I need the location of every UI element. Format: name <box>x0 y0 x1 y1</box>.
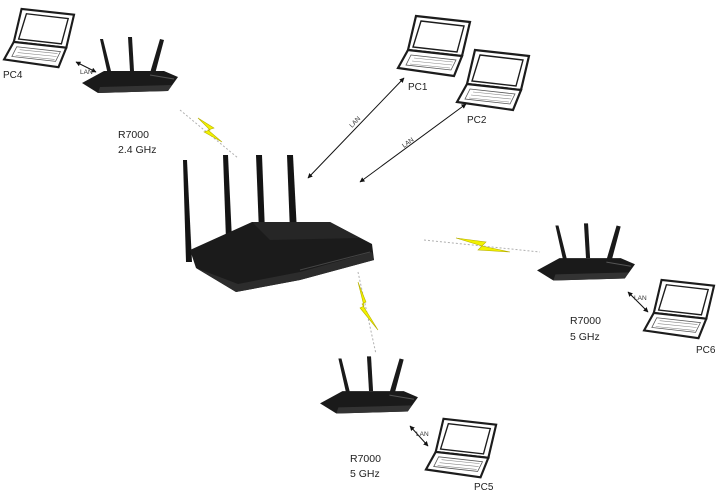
lan-label-pc1: LAN <box>348 115 362 129</box>
router-bottom-band: 5 GHz <box>350 468 380 480</box>
pc1-label: PC1 <box>408 82 428 93</box>
router-top-left-band: 2.4 GHz <box>118 144 157 156</box>
lan-label-pc6: LAN <box>634 295 647 302</box>
laptop-pc6 <box>643 278 716 340</box>
wireless-link-right <box>423 237 541 253</box>
wireless-link-top-left <box>179 109 239 159</box>
laptop-pc4 <box>3 7 76 69</box>
laptop-pc1 <box>396 14 472 78</box>
lan-link-pc6 <box>627 291 649 313</box>
pc2-label: PC2 <box>467 115 487 126</box>
lan-label-pc2: LAN <box>401 136 416 149</box>
lan-link-pc4 <box>75 61 97 73</box>
laptop-pc5 <box>424 417 498 479</box>
router-bottom-model: R7000 <box>350 453 381 465</box>
router-bottom <box>319 355 419 415</box>
central-router <box>183 155 374 292</box>
laptop-pc2 <box>455 48 531 112</box>
router-top-left <box>81 36 179 94</box>
lan-label-pc4: LAN <box>80 69 93 76</box>
pc6-label: PC6 <box>696 345 716 356</box>
lan-label-pc5: LAN <box>416 431 429 438</box>
lan-link-pc1 <box>307 77 405 179</box>
lan-link-pc2 <box>359 103 467 183</box>
router-right-model: R7000 <box>570 315 601 327</box>
wireless-link-bottom <box>357 271 379 355</box>
pc4-label: PC4 <box>3 70 23 81</box>
router-right <box>536 222 636 282</box>
router-top-left-model: R7000 <box>118 129 149 141</box>
lan-link-pc5 <box>409 425 429 447</box>
pc5-label: PC5 <box>474 482 494 493</box>
router-right-band: 5 GHz <box>570 331 600 343</box>
